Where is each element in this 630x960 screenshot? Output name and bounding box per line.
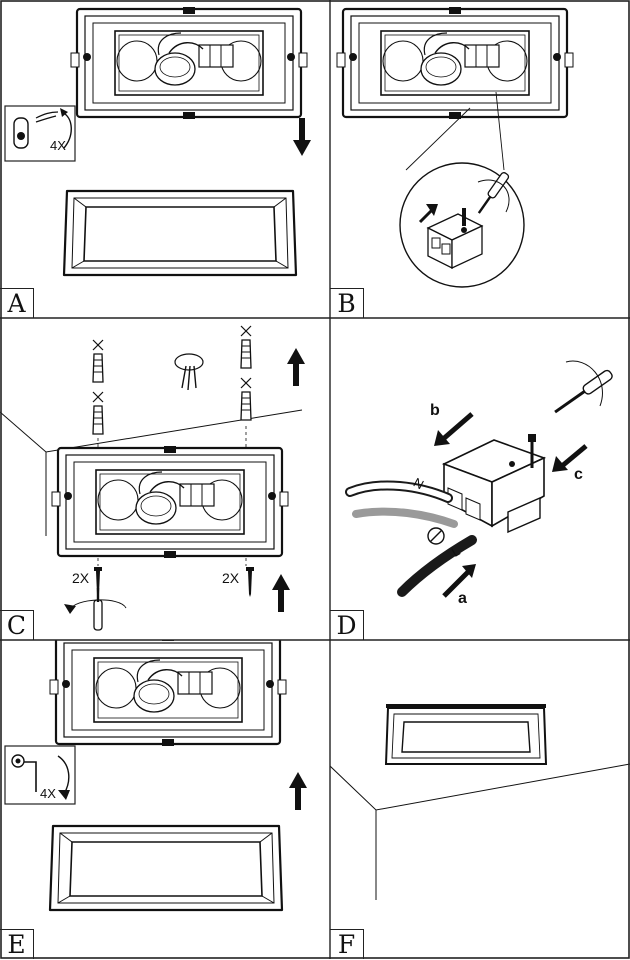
multiplier-label: 4X xyxy=(50,138,66,153)
panel-e: 4X E xyxy=(0,640,330,959)
installed-luminaire xyxy=(384,704,548,765)
fixture-base xyxy=(50,444,290,560)
panel-letter-a: A xyxy=(0,288,34,318)
wall-anchor xyxy=(240,377,252,421)
label-b: b xyxy=(430,402,440,419)
junction-box-wires-icon xyxy=(174,353,204,391)
up-arrow-icon xyxy=(289,772,307,810)
wire-l xyxy=(397,535,477,597)
up-arrow-icon xyxy=(287,348,305,386)
panel-letter-f: F xyxy=(330,929,364,959)
panel-b: B xyxy=(330,0,630,318)
label-a: a xyxy=(458,590,467,607)
panel-f-illustration xyxy=(330,704,630,900)
ceiling-edge xyxy=(0,409,303,453)
wall-anchor xyxy=(92,391,104,435)
panel-b-illustration xyxy=(335,5,575,288)
panel-c: 2X 2X C xyxy=(0,318,330,640)
wall-anchor xyxy=(240,325,252,369)
panel-d-illustration xyxy=(345,360,613,598)
screwdriver-icon xyxy=(554,369,613,414)
screwdriver-icon xyxy=(93,588,103,631)
panel-a-illustration xyxy=(4,5,311,277)
panel-letter-c: C xyxy=(0,610,34,640)
fixture-base xyxy=(69,5,309,121)
fixture-base xyxy=(335,5,575,121)
fixture-base xyxy=(48,640,288,748)
panel-letter-d: D xyxy=(330,610,364,640)
multiplier-label: 4X xyxy=(40,786,56,801)
up-arrow-icon xyxy=(272,574,290,612)
panel-f: F xyxy=(330,640,630,959)
screw-count-left: 2X xyxy=(72,570,90,586)
panel-c-illustration xyxy=(0,325,305,631)
ceiling-edge xyxy=(330,763,630,811)
panel-a: 4X A xyxy=(0,0,330,318)
panel-letter-e: E xyxy=(0,929,34,959)
down-arrow-icon xyxy=(293,118,311,156)
terminal-block xyxy=(441,439,547,534)
diffuser-cover xyxy=(62,189,298,277)
diffuser-cover xyxy=(48,824,284,912)
wall-anchor xyxy=(92,339,104,383)
wire-n xyxy=(345,480,453,503)
label-c: c xyxy=(574,466,583,483)
panel-d: b c a N L D xyxy=(330,318,630,640)
screw-icon xyxy=(246,567,254,597)
wire-earth xyxy=(352,507,458,528)
screw-count-right: 2X xyxy=(222,570,240,586)
panel-letter-b: B xyxy=(330,288,364,318)
